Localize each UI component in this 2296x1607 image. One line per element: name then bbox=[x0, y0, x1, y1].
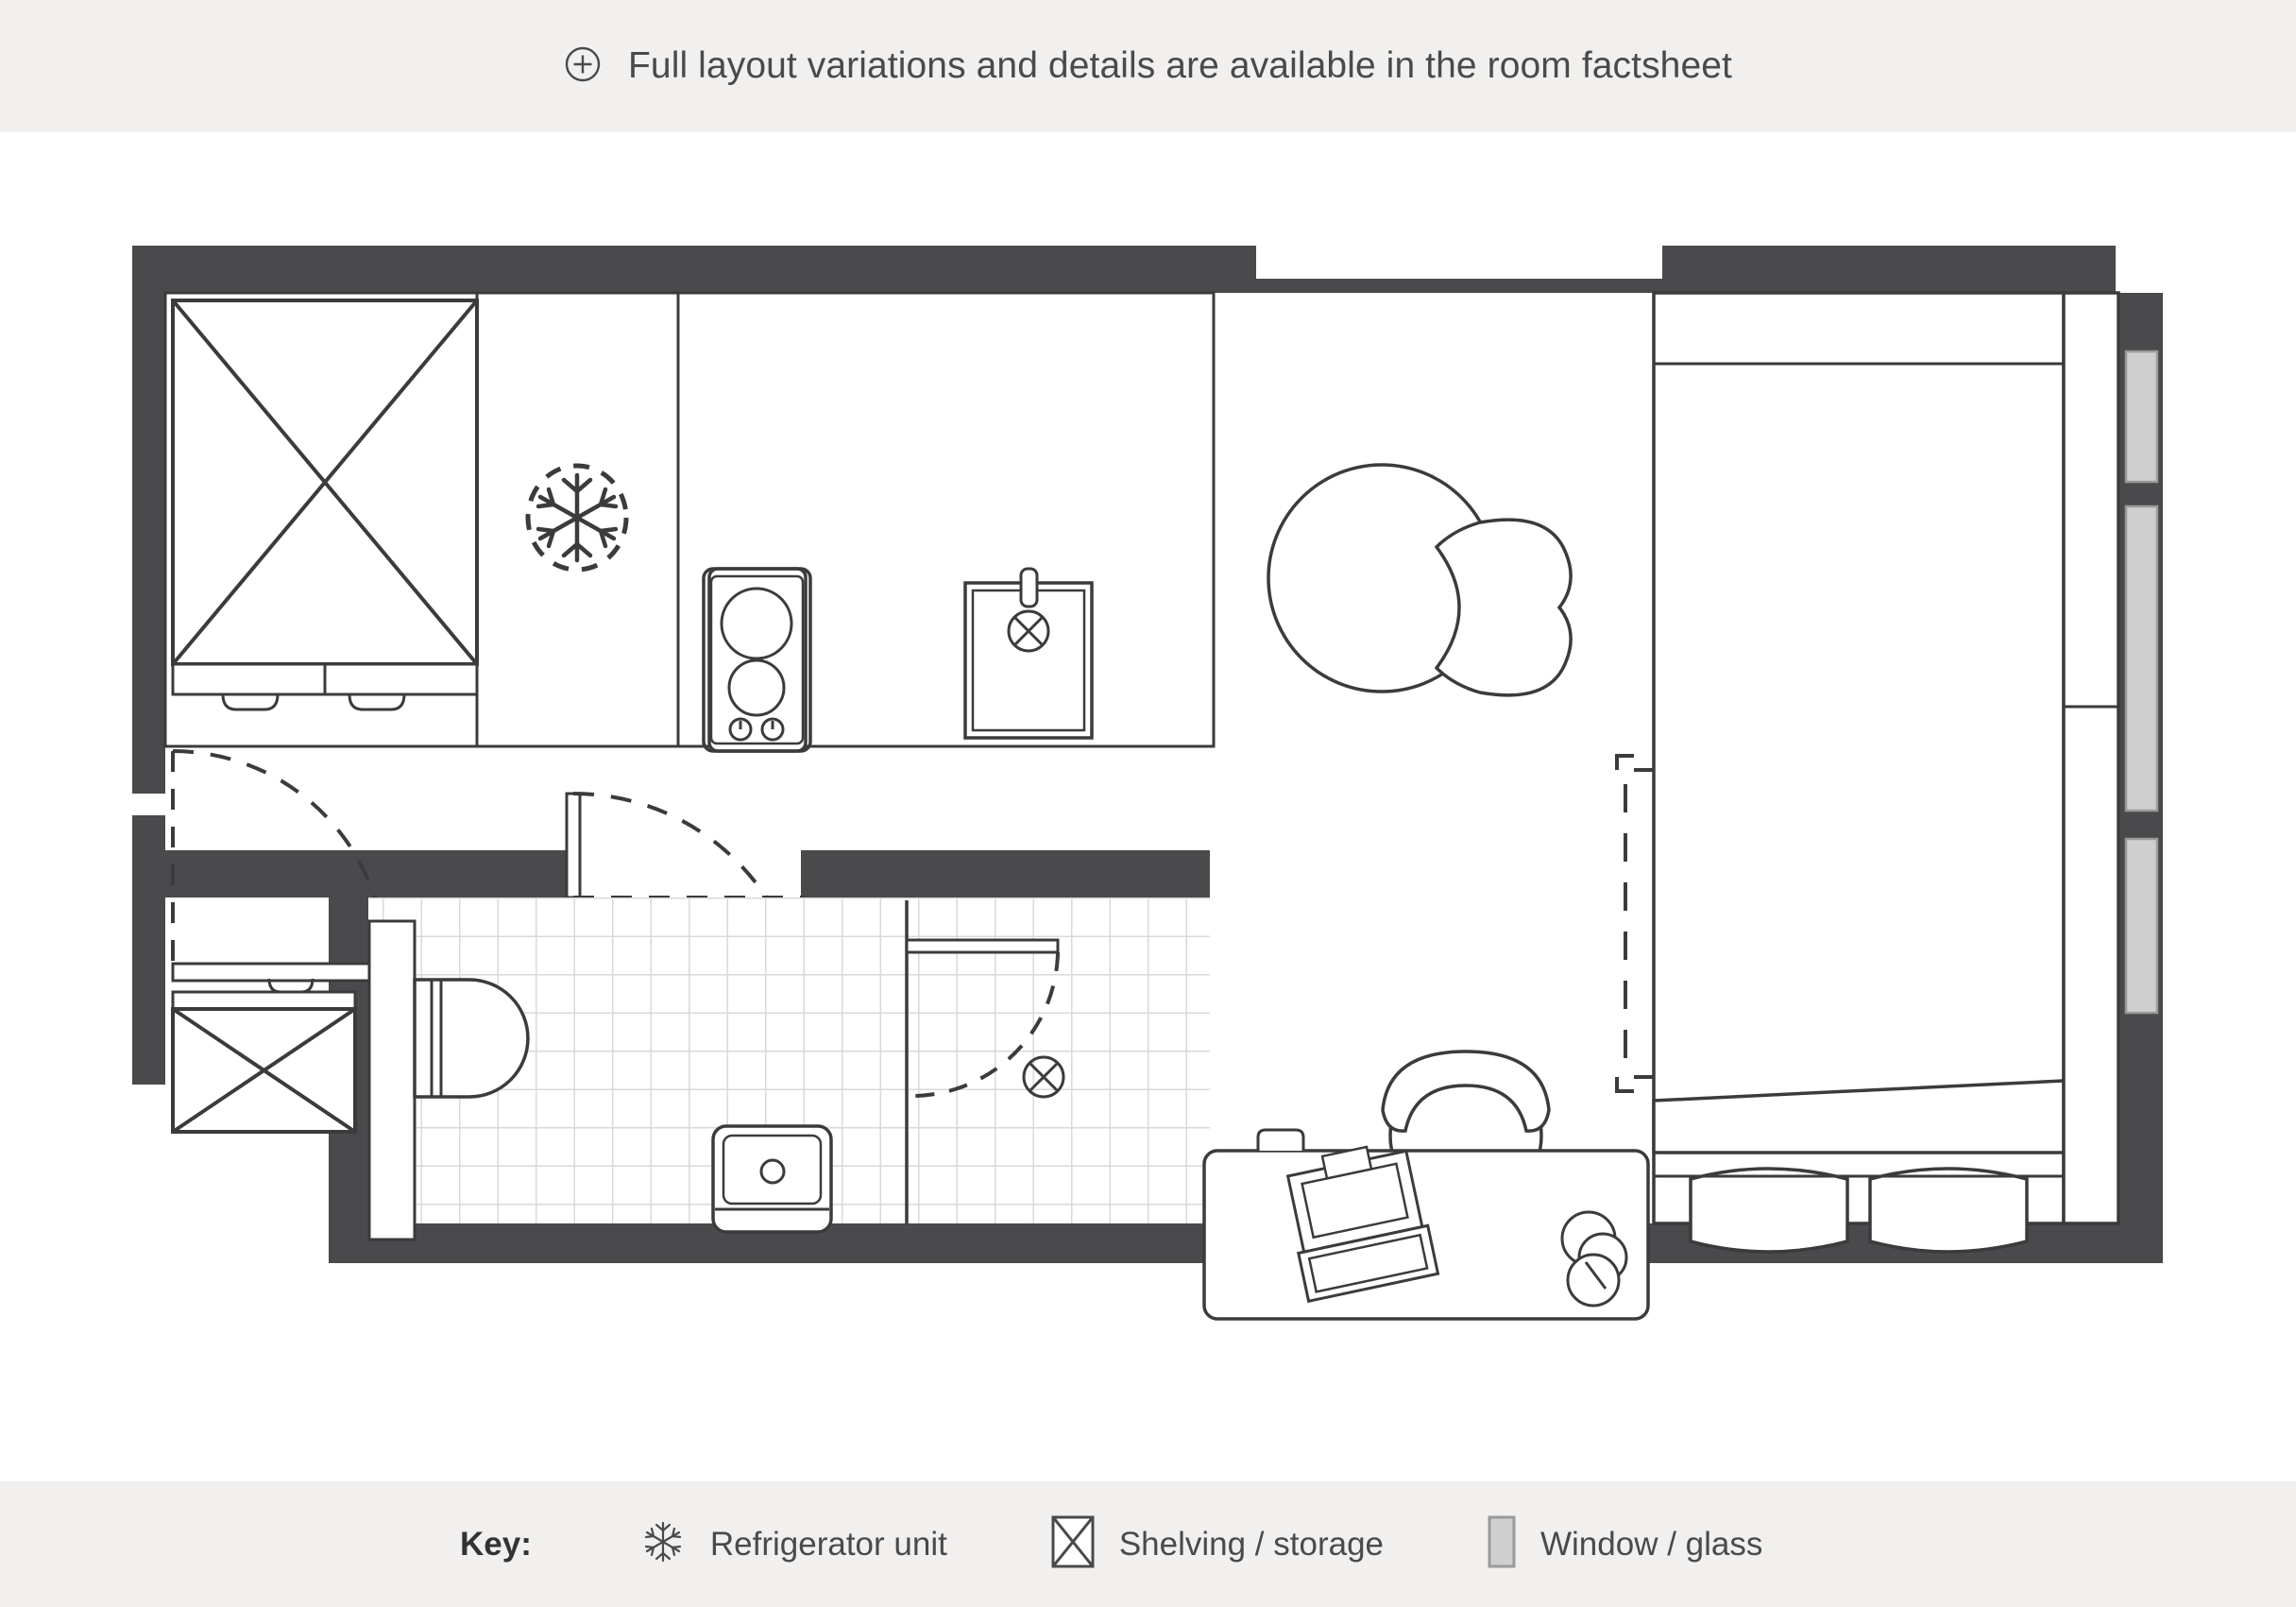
shelving-box-icon bbox=[1051, 1515, 1095, 1573]
legend-label-window: Window / glass bbox=[1540, 1525, 1763, 1563]
legend-item-refrigerator: Refrigerator unit bbox=[640, 1519, 947, 1569]
legend-item-window: Window / glass bbox=[1488, 1515, 1762, 1573]
window-panels bbox=[2124, 350, 2159, 1015]
floor-plan-canvas bbox=[0, 132, 2296, 1481]
washbasin bbox=[711, 1124, 833, 1234]
cooktop-knobs bbox=[728, 717, 785, 742]
wall-entry-left bbox=[132, 815, 368, 1085]
toilet bbox=[367, 919, 530, 1241]
bed-pillows bbox=[1689, 1167, 2029, 1254]
shelving-unit-lower bbox=[171, 978, 357, 1134]
snowflake-icon bbox=[640, 1519, 686, 1569]
plus-circle-icon bbox=[564, 45, 602, 88]
shelving-unit-upper bbox=[171, 299, 479, 711]
legend-item-shelving: Shelving / storage bbox=[1051, 1515, 1384, 1573]
wardrobe bbox=[2062, 291, 2120, 1225]
double-bed bbox=[1652, 291, 2066, 1254]
legend-bar: Key: Refrigerator bbox=[0, 1481, 2296, 1607]
kitchen-sink bbox=[963, 567, 1094, 740]
refrigerator-snowflake-icon bbox=[525, 463, 629, 573]
legend-label-refrigerator: Refrigerator unit bbox=[709, 1525, 947, 1563]
legend-label-shelving: Shelving / storage bbox=[1118, 1525, 1384, 1563]
notice-text: Full layout variations and details are a… bbox=[628, 45, 1732, 86]
window-glass-icon bbox=[1488, 1515, 1516, 1573]
cooktop bbox=[702, 567, 812, 753]
floor-plan-drawing bbox=[132, 246, 2163, 1321]
notice-bar: Full layout variations and details are a… bbox=[0, 0, 2296, 132]
desk-accessory bbox=[1560, 1210, 1628, 1308]
shower-enclosure bbox=[905, 900, 1065, 1223]
laptop bbox=[1285, 1145, 1440, 1304]
legend-title: Key: bbox=[460, 1525, 532, 1563]
armchair bbox=[1267, 463, 1573, 697]
desk-area bbox=[1202, 1050, 1650, 1321]
entrance-door bbox=[171, 749, 390, 983]
bathroom-interior bbox=[367, 898, 1210, 1241]
